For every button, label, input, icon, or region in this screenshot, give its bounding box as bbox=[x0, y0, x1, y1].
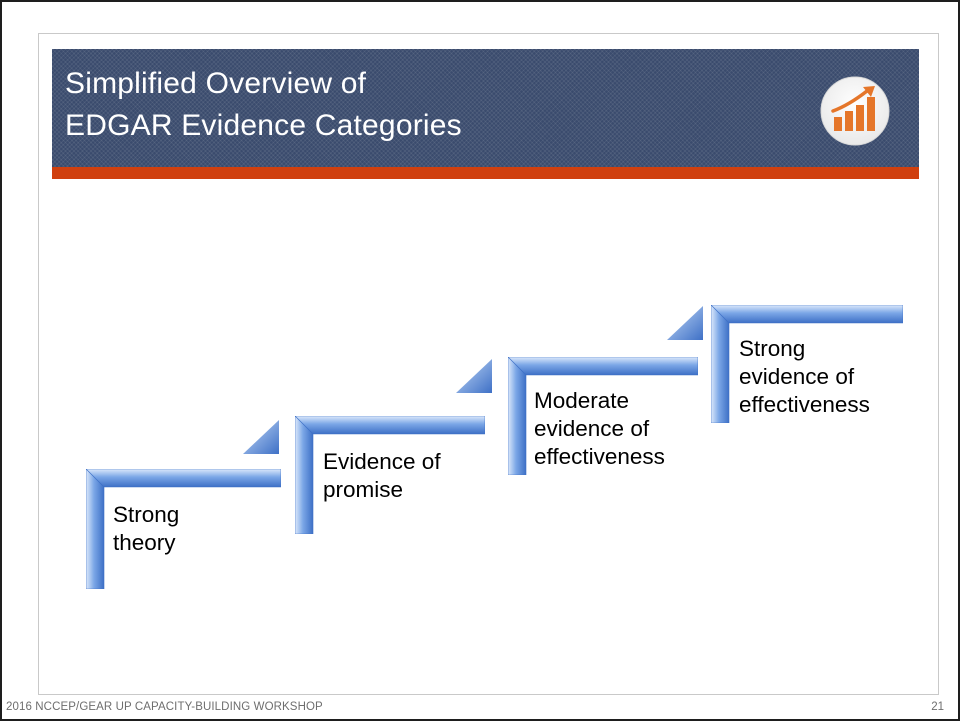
step-label: Evidence of promise bbox=[323, 448, 441, 504]
page-number: 21 bbox=[931, 701, 944, 713]
step-label-line: promise bbox=[323, 477, 404, 502]
step-label: Moderate evidence of effectiveness bbox=[534, 387, 665, 471]
step-label-line: theory bbox=[113, 530, 176, 555]
step-label-line: effectiveness bbox=[739, 392, 870, 417]
step-label: Strong theory bbox=[113, 501, 179, 557]
footer-text: 2016 NCCEP/GEAR UP CAPACITY-BUILDING WOR… bbox=[6, 701, 323, 713]
slide-frame bbox=[38, 33, 939, 695]
title-line-1: Simplified Overview of bbox=[65, 67, 367, 100]
step-arrow-triangle bbox=[667, 306, 703, 340]
step-label: Strong evidence of effectiveness bbox=[739, 335, 870, 419]
step-arrow-triangle bbox=[243, 420, 279, 454]
step-strong-theory: Strong theory bbox=[86, 469, 281, 589]
title-bar: Simplified Overview of EDGAR Evidence Ca… bbox=[52, 49, 919, 168]
title-line-2: EDGAR Evidence Categories bbox=[65, 109, 462, 142]
step-label-line: Moderate bbox=[534, 388, 630, 413]
step-frame bbox=[508, 357, 698, 475]
step-evidence-of-promise: Evidence of promise bbox=[295, 416, 485, 534]
step-frame bbox=[711, 305, 903, 423]
step-arrow-triangle bbox=[456, 359, 492, 393]
step-label-line: evidence of bbox=[739, 364, 855, 389]
title-accent-rule bbox=[52, 167, 919, 179]
slide-title: Simplified Overview of EDGAR Evidence Ca… bbox=[65, 63, 462, 147]
step-label-line: effectiveness bbox=[534, 444, 665, 469]
step-moderate-evidence: Moderate evidence of effectiveness bbox=[508, 357, 698, 475]
step-label-line: Strong bbox=[739, 336, 806, 361]
step-label-line: Strong bbox=[113, 502, 180, 527]
rising-bar-chart-icon bbox=[820, 76, 890, 146]
step-label-line: evidence of bbox=[534, 416, 650, 441]
step-strong-evidence: Strong evidence of effectiveness bbox=[711, 305, 903, 423]
step-label-line: Evidence of bbox=[323, 449, 441, 474]
step-frame bbox=[295, 416, 485, 534]
step-frame bbox=[86, 469, 281, 589]
